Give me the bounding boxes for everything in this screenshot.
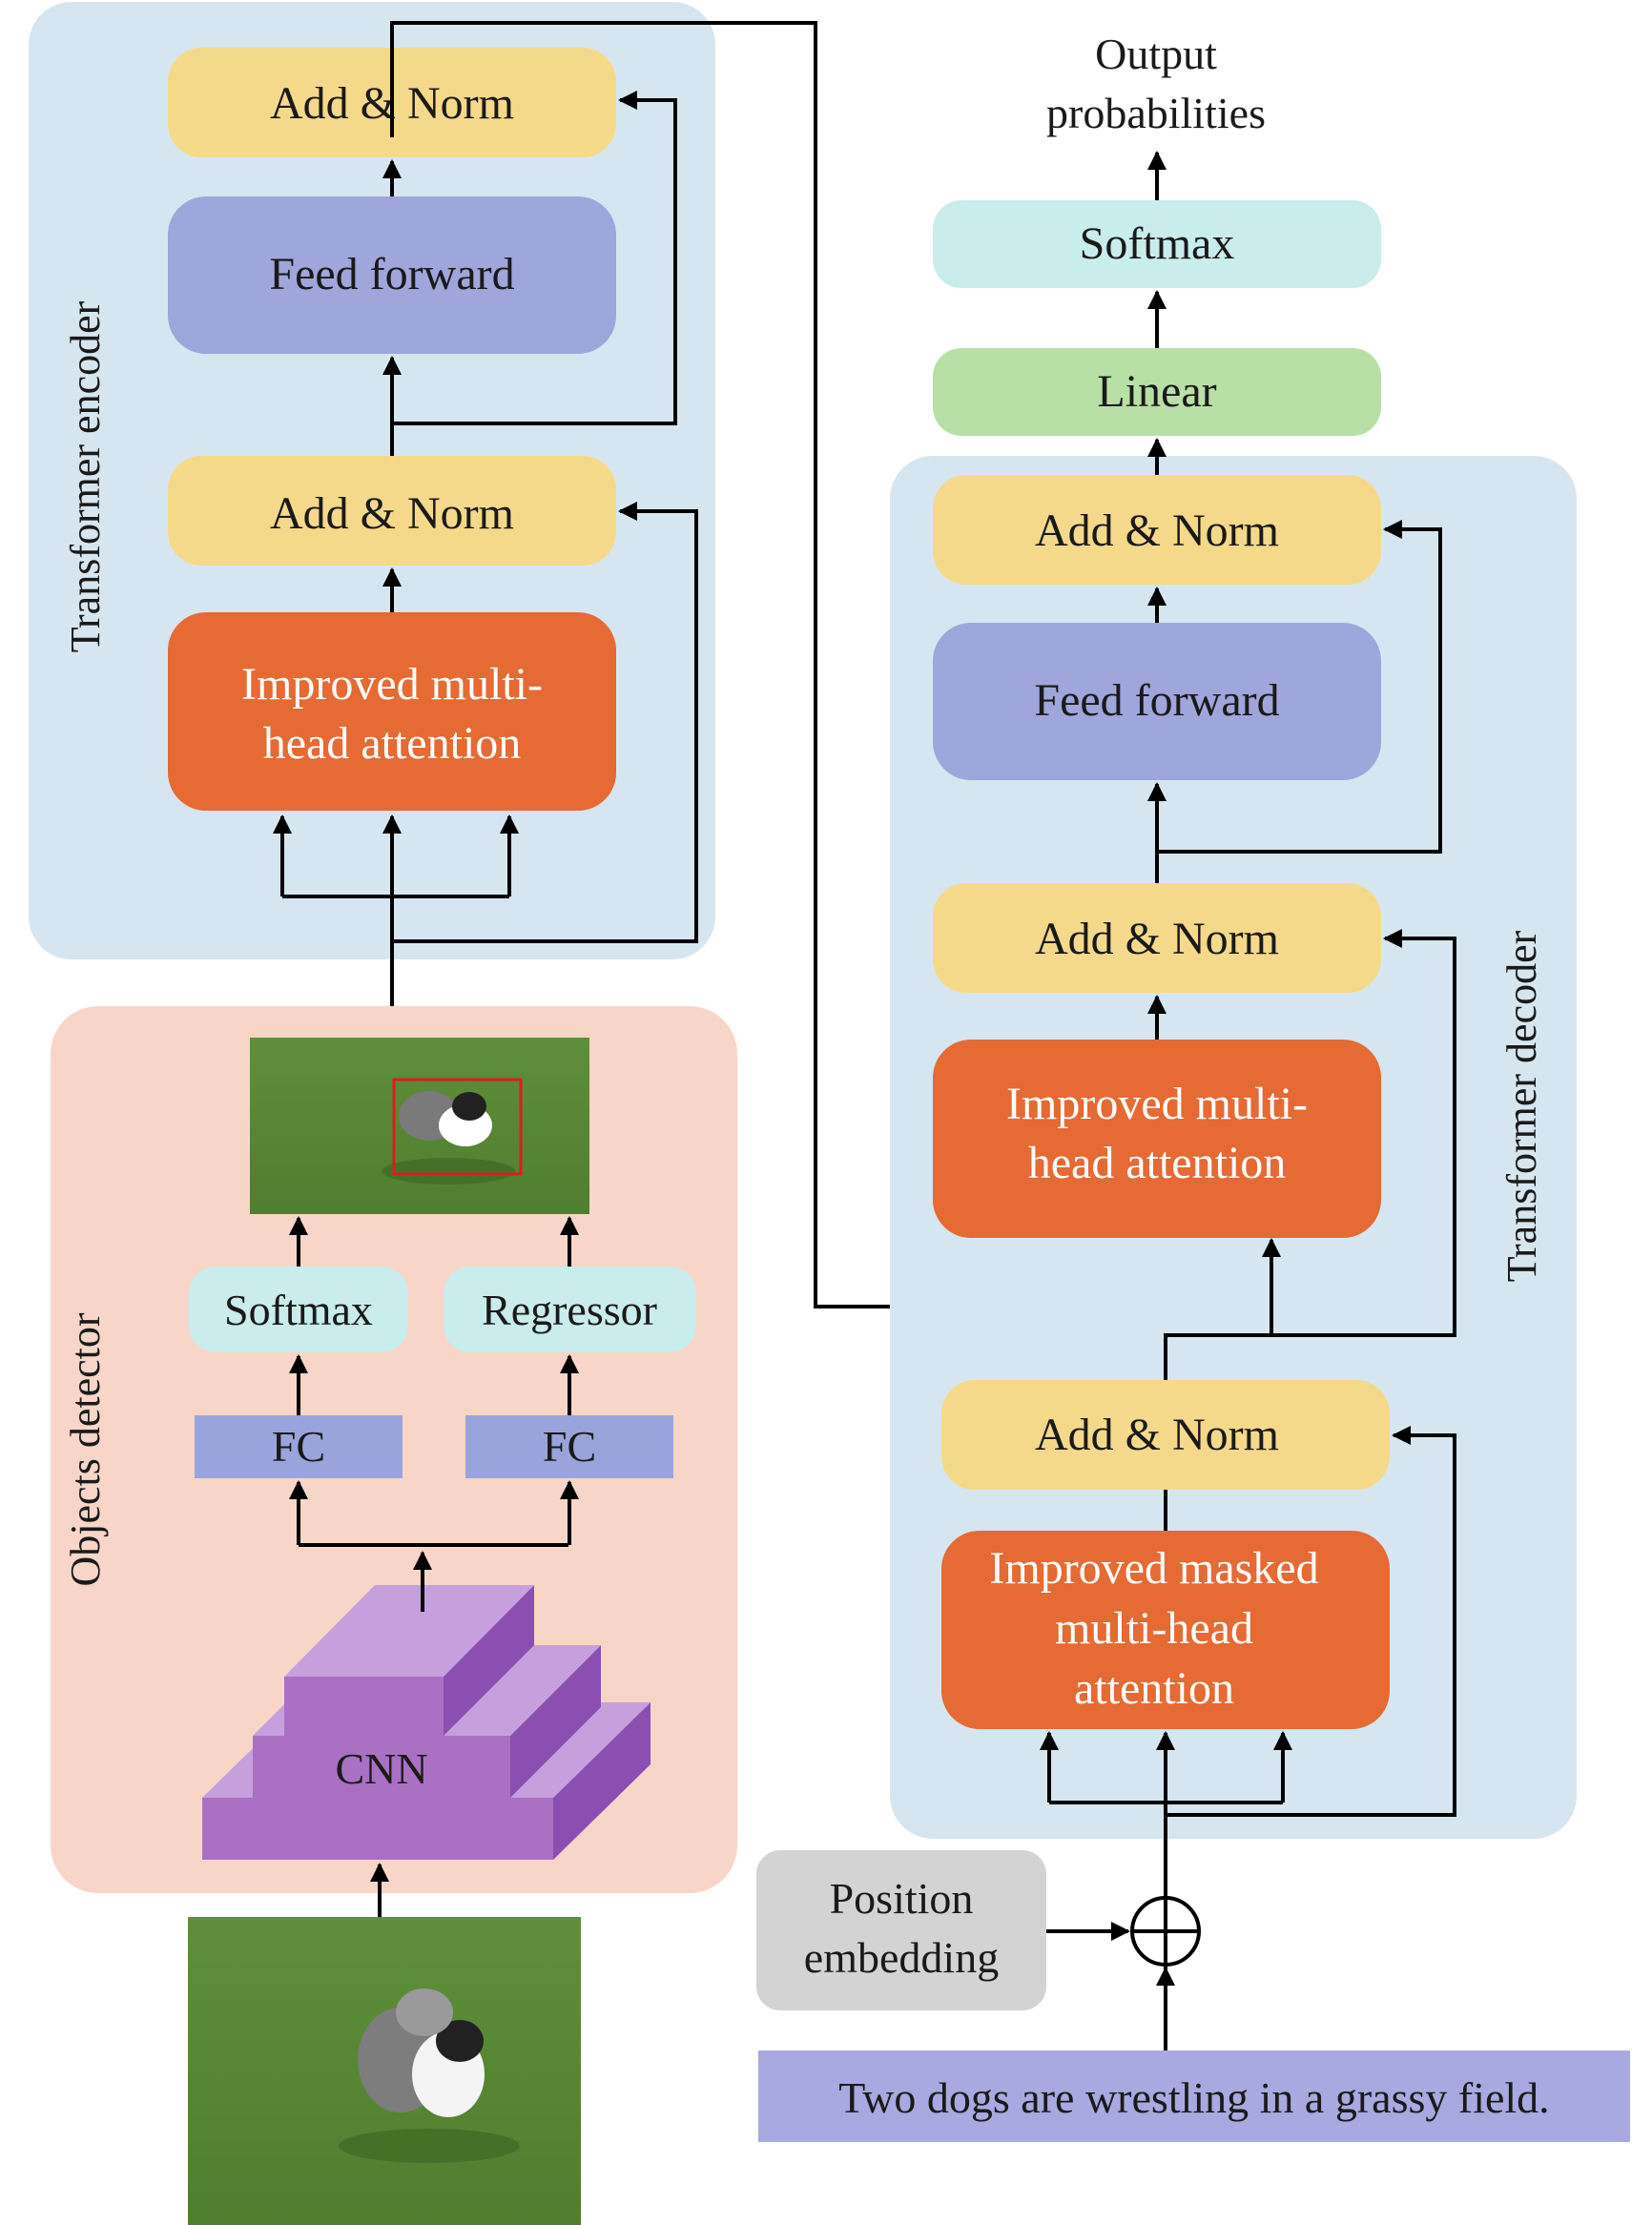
decoder-add-norm-2: [933, 883, 1381, 993]
decoder-feed-forward: [933, 623, 1381, 780]
detector-regressor-label: Regressor: [482, 1286, 657, 1334]
decoder-attention: [933, 1040, 1381, 1238]
decoder-masked-line2: multi-head: [1055, 1603, 1253, 1654]
decoder-connectors: [1040, 151, 1456, 2050]
decoder-attention-line1: Improved multi-: [1006, 1079, 1308, 1129]
input-image: [188, 1917, 581, 2225]
decoder-add-norm-1: [933, 475, 1381, 585]
position-embedding-line2: embedding: [804, 1933, 999, 1982]
cnn-block: [202, 1585, 650, 1860]
decoder-attention-line2: head attention: [1028, 1138, 1287, 1188]
sum-node: [1130, 1896, 1201, 1967]
decoder-add-norm-2-label: Add & Norm: [1035, 914, 1279, 964]
encoder-attention-line1: Improved multi-: [241, 659, 543, 710]
encoder-feed-forward: [168, 196, 616, 354]
decoder-feed-forward-label: Feed forward: [1034, 675, 1279, 726]
detector-fc-right: [465, 1415, 673, 1478]
detector-regressor: [444, 1267, 696, 1352]
detector-connectors: [289, 1216, 579, 1917]
output-linear-label: Linear: [1097, 366, 1216, 417]
encoder-attention-line2: head attention: [263, 718, 522, 769]
output-label-line1: Output: [1095, 30, 1217, 78]
detector-label: Objects detector: [62, 1312, 109, 1586]
decoder-add-norm-1-label: Add & Norm: [1035, 505, 1279, 556]
encoder-add-norm-bottom-label: Add & Norm: [270, 488, 514, 539]
detector-fc-left-label: FC: [272, 1422, 325, 1471]
position-embedding-box: [756, 1850, 1046, 2010]
decoder-add-norm-3: [941, 1380, 1390, 1490]
decoder-masked-line1: Improved masked: [989, 1543, 1318, 1594]
encoder-add-norm-bottom: [168, 456, 616, 566]
output-softmax-label: Softmax: [1080, 218, 1235, 269]
detector-softmax: [189, 1267, 408, 1352]
encoder-feed-forward-label: Feed forward: [269, 249, 514, 299]
decoder-masked-line3: attention: [1074, 1663, 1234, 1714]
output-linear: [933, 348, 1381, 436]
encoder-connectors: [273, 21, 1168, 1308]
decoder-masked-attention: [941, 1531, 1390, 1729]
detected-image: [250, 1038, 589, 1214]
decoder-add-norm-3-label: Add & Norm: [1035, 1410, 1279, 1460]
encoder-attention: [168, 612, 616, 811]
position-embedding-line1: Position: [830, 1874, 974, 1923]
output-softmax: [933, 200, 1381, 288]
bounding-box: [392, 1078, 523, 1176]
output-label-line2: probabilities: [1046, 89, 1266, 137]
caption-box: [758, 2050, 1630, 2142]
cnn-label: CNN: [335, 1744, 427, 1793]
detector-fc-left: [195, 1415, 403, 1478]
detector-fc-right-label: FC: [543, 1422, 596, 1471]
caption-text: Two dogs are wrestling in a grassy field…: [838, 2073, 1549, 2122]
encoder-label: Transformer encoder: [62, 300, 109, 652]
decoder-label: Transformer decoder: [1498, 930, 1545, 1282]
detector-softmax-label: Softmax: [224, 1286, 373, 1334]
